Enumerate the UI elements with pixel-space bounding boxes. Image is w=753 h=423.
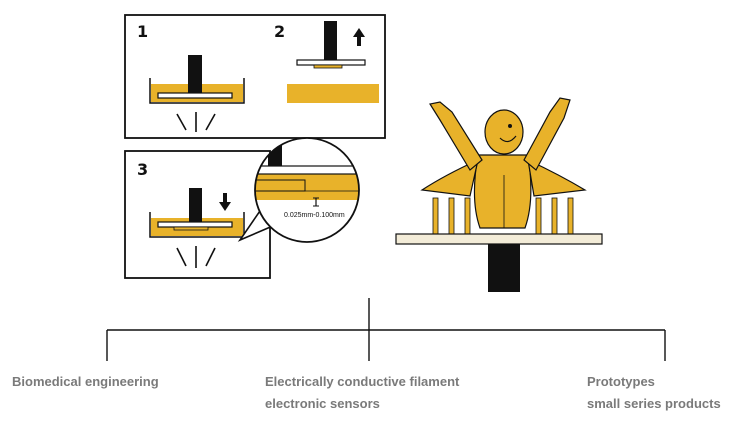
arrow-up-icon [353, 28, 365, 46]
build-plate-2 [296, 59, 366, 66]
panel-frame-1-2 [124, 14, 386, 139]
step-1-vat [149, 55, 245, 104]
step-2-vat [287, 21, 379, 103]
build-plate-arm-3 [189, 188, 202, 224]
printed-layer-3 [173, 226, 209, 231]
step-1-number: 1 [137, 22, 148, 41]
magnified-layer [255, 179, 306, 192]
resin-vat-2 [287, 84, 379, 103]
magnifier-callout: 0.025mm-0.100mm [237, 137, 360, 243]
arrow-down-icon [219, 193, 231, 211]
light-rays-icon [176, 112, 216, 132]
label-biomedical: Biomedical engineering [12, 374, 159, 389]
build-plate-3 [157, 221, 233, 228]
vat-wall-1 [149, 78, 245, 104]
printed-figure-icon [395, 97, 603, 292]
steps-1-2-panel: 1 2 [124, 14, 386, 139]
light-rays-icon [176, 246, 216, 268]
build-plate-1 [157, 92, 233, 99]
label-electronic-sensors: electronic sensors [265, 396, 380, 411]
build-plate-arm-2 [324, 21, 337, 61]
platform-stem [488, 244, 520, 292]
build-platform [395, 233, 603, 245]
label-conductive-filament: Electrically conductive filament [265, 374, 460, 389]
label-small-series: small series products [587, 396, 721, 411]
step-3-vat [149, 188, 245, 238]
application-tree [106, 298, 666, 361]
layer-thickness-label: 0.025mm-0.100mm [284, 212, 345, 219]
step-3-number: 3 [137, 160, 148, 179]
magnified-build-plate [255, 165, 359, 175]
step-3-panel: 3 [124, 150, 271, 279]
label-prototypes: Prototypes [587, 374, 655, 389]
printed-layer-2 [313, 64, 343, 69]
step-2-number: 2 [274, 22, 285, 41]
vat-wall-3 [149, 212, 245, 238]
build-plate-arm-1 [188, 55, 202, 93]
